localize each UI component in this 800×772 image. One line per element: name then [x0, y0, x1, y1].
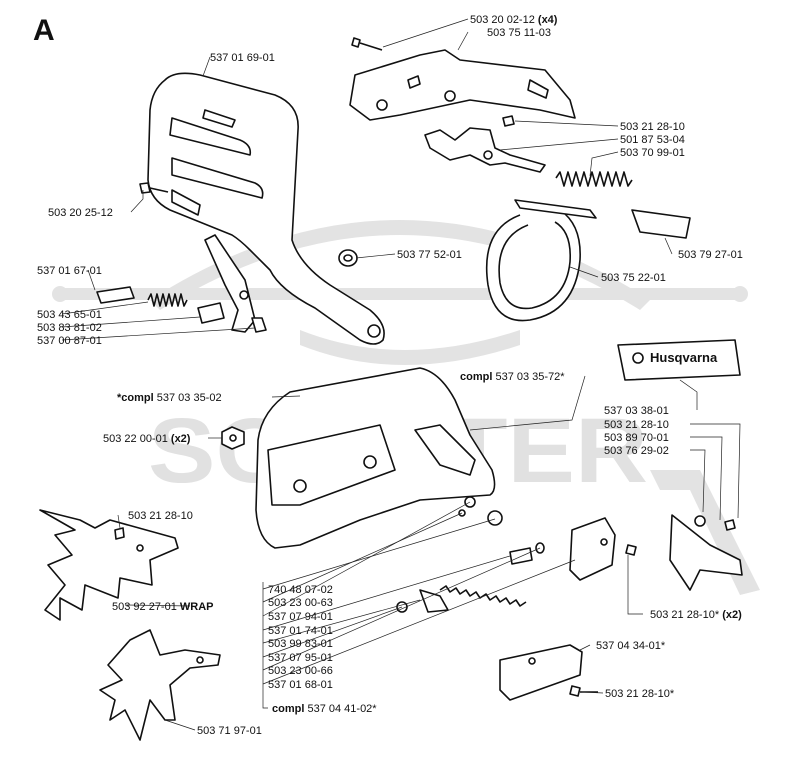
label-503-77-52-01: 503 77 52-01 [397, 249, 462, 261]
spike-bumper-wrap [39, 509, 179, 621]
label-537-01-67-01: 537 01 67-01 [37, 265, 102, 277]
label-503-22-00-01: 503 22 00-01 (x2) [103, 433, 191, 445]
clutch-cover [255, 367, 496, 549]
label-537-01-69-01: 537 01 69-01 [210, 52, 275, 64]
label-503-75-11-03: 503 75 11-03 [487, 27, 551, 39]
brake-spring [147, 293, 188, 307]
brake-pin [96, 286, 135, 304]
label-537-07-94-01: 537 07 94-01 [268, 611, 333, 623]
label-537-03-35-02: *compl 537 03 35-02 [117, 392, 222, 404]
label-537-04-34-01: 537 04 34-01* [596, 640, 666, 652]
label-503-83-81-02: 503 83 81-02 [37, 322, 102, 334]
husqvarna-decal: Husqvarna [617, 339, 741, 381]
label-503-99-83-01: 503 99 83-01 [268, 638, 333, 650]
right-bracket [669, 514, 743, 591]
tensioner-cover [569, 517, 616, 581]
tensioner-pin [396, 589, 449, 613]
brake-plate [631, 209, 691, 239]
part-labels: 503 20 02-12 (x4) 503 75 11-03 537 01 69… [37, 14, 743, 737]
label-537-01-74-01: 537 01 74-01 [268, 625, 333, 637]
label-503-79-27-01: 503 79 27-01 [678, 249, 743, 261]
nut-x2 [221, 426, 245, 450]
label-503-76-29-02: 503 76 29-02 [604, 445, 669, 457]
spike-bumper [99, 629, 221, 741]
bar-guard [499, 644, 583, 701]
label-501-87-53-04: 501 87 53-04 [620, 134, 685, 146]
screw-bracket [502, 115, 515, 127]
label-537-03-35-72: compl 537 03 35-72* [460, 371, 565, 383]
label-503-20-02-12: 503 20 02-12 (x4) [470, 14, 558, 26]
tensioner-screw [439, 542, 545, 607]
upper-bracket [349, 49, 576, 121]
label-537-01-68-01: 537 01 68-01 [268, 679, 333, 691]
brake-lever [204, 234, 267, 333]
label-503-21-28-10-a: 503 21 28-10 [620, 121, 685, 133]
label-740-48-07-02: 740 48 07-02 [268, 584, 333, 596]
chain-brake-handle [147, 72, 385, 345]
label-503-21-28-10-star-x2: 503 21 28-10* (x2) [650, 609, 742, 621]
label-503-71-97-01: 503 71 97-01 [197, 725, 262, 737]
label-503-89-70-01: 503 89 70-01 [604, 432, 669, 444]
brake-link-assembly [424, 127, 546, 173]
main-spring [555, 171, 633, 187]
label-503-21-28-10-c: 503 21 28-10 [128, 510, 193, 522]
label-503-92-27-01: 503 92 27-01 WRAP [112, 601, 214, 613]
label-537-00-87-01: 537 00 87-01 [37, 335, 102, 347]
screw-left-handle [139, 182, 169, 194]
label-503-20-25-12: 503 20 25-12 [48, 207, 113, 219]
screw-bar-guard [569, 685, 598, 697]
label-537-04-41-02: compl 537 04 41-02* [272, 703, 377, 715]
label-537-03-38-01: 537 03 38-01 [604, 405, 669, 417]
screw-spike [114, 527, 125, 540]
washer-handle [338, 249, 358, 267]
screw-tensioner [625, 544, 637, 556]
leader-lines [61, 18, 741, 731]
label-537-07-95-01: 537 07 95-01 [268, 652, 333, 664]
label-503-23-00-63: 503 23 00-63 [268, 597, 333, 609]
label-503-21-28-10-star: 503 21 28-10* [605, 688, 675, 700]
label-503-75-22-01: 503 75 22-01 [601, 272, 666, 284]
label-503-21-28-10-b: 503 21 28-10 [604, 419, 669, 431]
brake-band [485, 199, 597, 322]
brake-nut [197, 302, 225, 324]
brand-logo: Husqvarna [650, 350, 718, 365]
screw-top [351, 37, 383, 51]
label-503-23-00-66: 503 23 00-66 [268, 665, 333, 677]
label-503-70-99-01: 503 70 99-01 [620, 147, 685, 159]
section-letter: A [33, 14, 55, 47]
label-503-43-65-01: 503 43 65-01 [37, 309, 102, 321]
